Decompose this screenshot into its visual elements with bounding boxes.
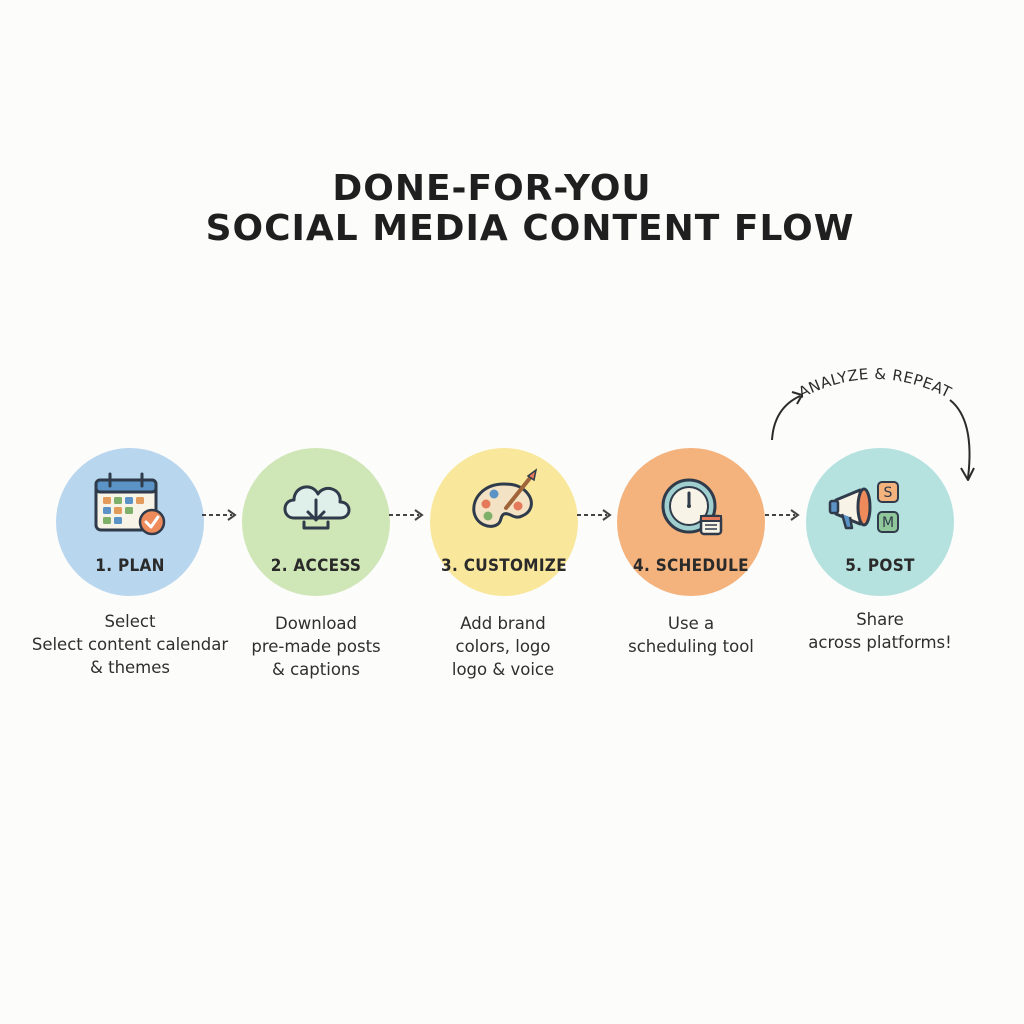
step-label: 2. ACCESS xyxy=(270,556,362,576)
description-line: across platforms! xyxy=(808,633,952,652)
step-label: 5. POST xyxy=(845,556,915,576)
dashed-arrow-icon xyxy=(202,509,237,521)
dashed-arrow-icon xyxy=(577,509,612,521)
page-title-line-1: DONE-FOR-YOU xyxy=(332,168,652,209)
step-schedule: 4. SCHEDULE xyxy=(617,448,765,596)
paint-palette-icon xyxy=(472,468,538,528)
step-access: 2. ACCESS xyxy=(242,448,390,596)
step-post-description: Share across platforms! xyxy=(780,608,980,654)
curved-arrow-icon xyxy=(771,395,801,441)
megaphone-icon: S M xyxy=(828,481,899,533)
step-customize: 3. CUSTOMIZE xyxy=(430,448,578,596)
cloud-download-icon xyxy=(283,485,351,530)
post-badge-m: M xyxy=(882,515,894,531)
description-line: Share xyxy=(856,610,904,629)
description-line: colors, logo xyxy=(455,637,551,656)
step-label: 3. CUSTOMIZE xyxy=(441,556,567,576)
dashed-arrow-icon xyxy=(765,509,800,521)
description-line: & themes xyxy=(89,658,170,677)
description-line: pre-made posts xyxy=(251,637,381,656)
step-access-description: Download pre-made posts & captions xyxy=(216,612,416,681)
description-line: Select content calendar xyxy=(31,635,229,654)
step-customize-description: Add brand colors, logo logo & voice xyxy=(403,612,603,681)
loop-label: ANALYZE & REPEAT xyxy=(796,365,955,402)
step-label: 1. PLAN xyxy=(95,556,165,576)
step-plan-description: Select Select content calendar & themes xyxy=(30,610,230,679)
step-label: 4. SCHEDULE xyxy=(633,556,749,576)
step-post: S M 5. POST xyxy=(806,448,954,596)
post-badge-s: S xyxy=(884,485,893,501)
step-schedule-description: Use a scheduling tool xyxy=(591,612,791,658)
description-line: scheduling tool xyxy=(628,637,754,656)
description-line: Select xyxy=(104,612,156,631)
analyze-repeat-loop: ANALYZE & REPEAT xyxy=(771,365,975,481)
description-line: logo & voice xyxy=(451,660,555,679)
description-line: Use a xyxy=(667,614,715,633)
step-plan: 1. PLAN xyxy=(56,448,204,596)
clock-calendar-icon xyxy=(661,478,723,536)
description-line: & captions xyxy=(272,660,360,679)
description-line: Add brand xyxy=(460,614,546,633)
page-title-line-2: SOCIAL MEDIA CONTENT FLOW xyxy=(205,208,855,249)
calendar-check-icon xyxy=(94,472,166,536)
dashed-arrow-icon xyxy=(389,509,424,521)
description-line: Download xyxy=(274,614,358,633)
